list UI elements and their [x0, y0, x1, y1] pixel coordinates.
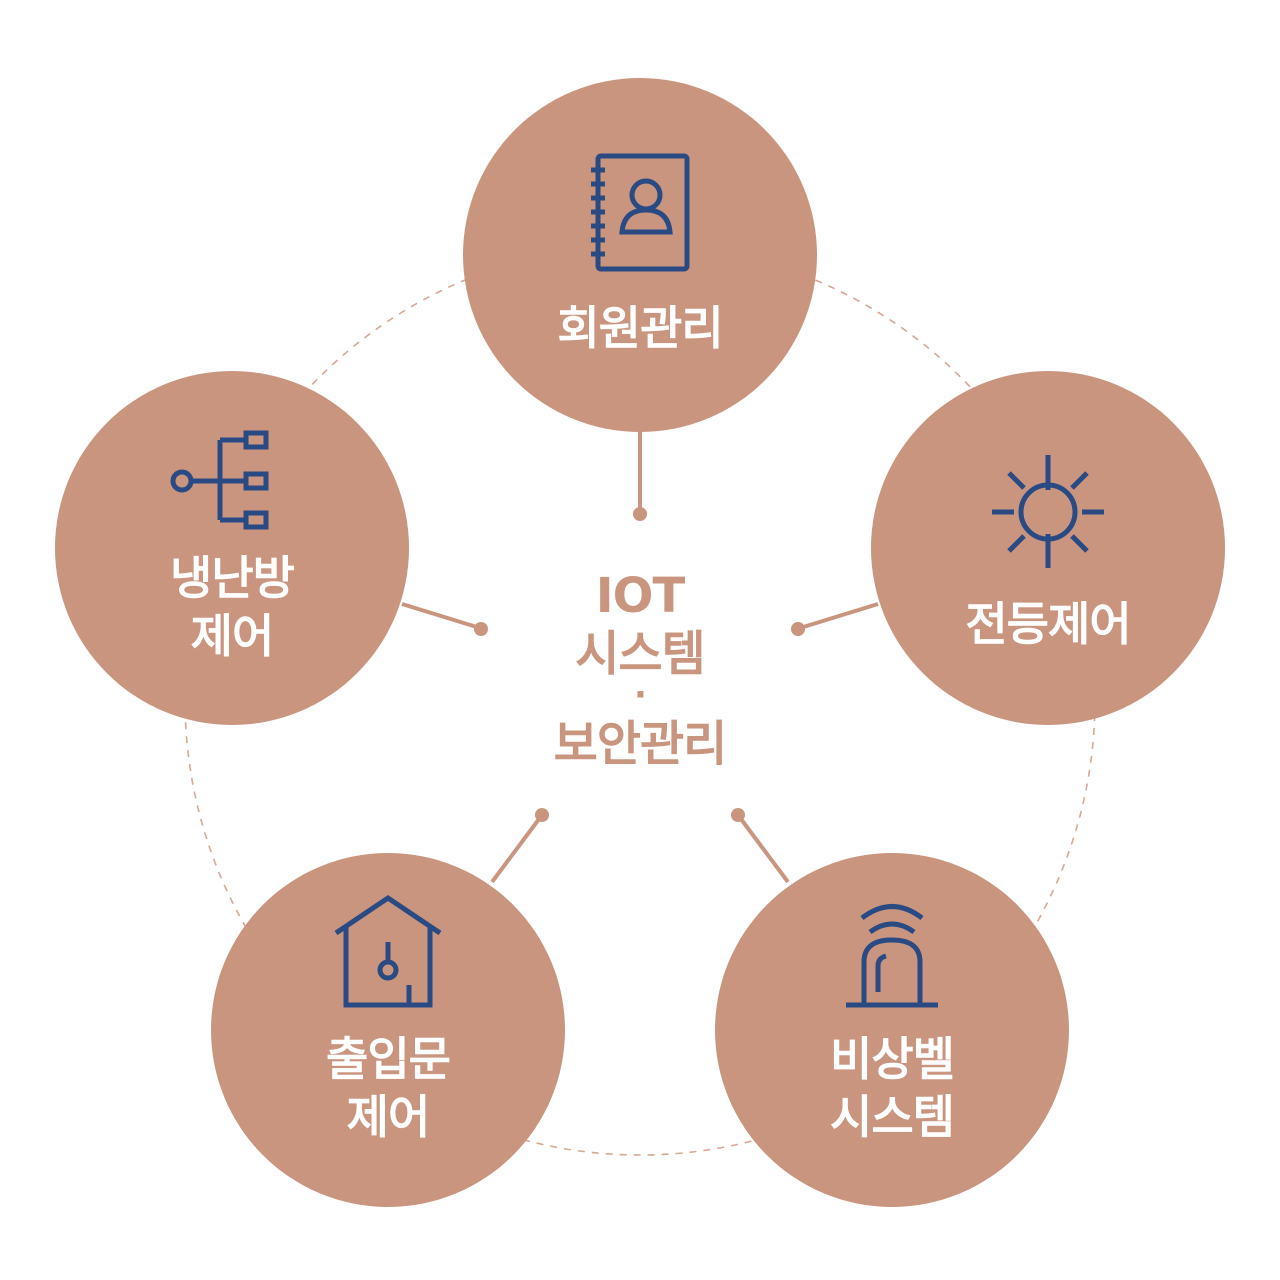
connector-emergency: [736, 813, 790, 884]
connector-dot-door: [535, 808, 549, 822]
siren-icon: [846, 904, 938, 1008]
center-title-line1: IOT: [596, 568, 686, 624]
connector-hvac: [401, 602, 481, 630]
address-book-icon: [591, 153, 690, 272]
node-emergency: 비상벨 시스템: [715, 853, 1069, 1207]
node-label-hvac-line2: 제어: [191, 609, 274, 663]
node-label-hvac-line1: 냉난방: [170, 551, 295, 605]
center-title-line2: 시스템: [575, 626, 704, 682]
hierarchy-icon: [170, 430, 269, 530]
sun-icon: [992, 455, 1104, 568]
node-label-emergency-line2: 시스템: [830, 1090, 954, 1144]
node-label-emergency-line1: 비상벨: [830, 1032, 954, 1086]
node-circle-member: [463, 78, 817, 432]
connectors: [401, 430, 879, 884]
node-circle-hvac: [55, 371, 409, 725]
center-label: IOT 시스템 · 보안관리: [554, 568, 728, 772]
connector-dot-lighting: [791, 622, 805, 636]
connector-dot-member: [633, 507, 647, 521]
node-label-member: 회원관리: [557, 301, 722, 355]
house-key-icon: [334, 894, 442, 1008]
connector-dot-emergency: [731, 808, 745, 822]
node-circle-emergency: [715, 853, 1069, 1207]
connector-door: [490, 813, 544, 884]
node-label-lighting: 전등제어: [965, 597, 1130, 651]
connector-dot-hvac: [474, 622, 488, 636]
connector-lighting: [799, 602, 879, 630]
node-circle-door: [211, 853, 565, 1207]
node-label-door-line2: 제어: [347, 1090, 430, 1144]
node-hvac: 냉난방 제어: [55, 371, 409, 725]
node-label-door-line1: 출입문: [326, 1032, 450, 1086]
node-member: 회원관리: [463, 78, 817, 432]
center-title-line3: 보안관리: [554, 716, 727, 772]
node-lighting: 전등제어: [871, 371, 1225, 725]
node-door: 출입문 제어: [211, 853, 565, 1207]
center-separator: ·: [634, 675, 646, 715]
